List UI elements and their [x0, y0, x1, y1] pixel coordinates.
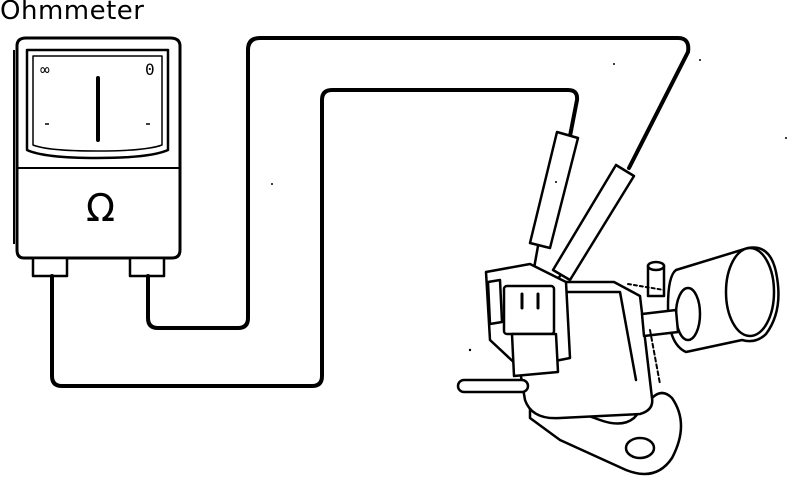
scale-infinity-label: ∞ — [40, 60, 50, 79]
lead-wire-left — [50, 88, 580, 388]
test-leads — [50, 36, 691, 388]
vacuum-switching-valve — [456, 246, 780, 476]
connector-socket — [502, 284, 556, 336]
probe-right-handle — [551, 163, 636, 282]
terminal-left — [31, 256, 69, 278]
ohmmeter — [13, 36, 182, 278]
diagram-title: Ohmmeter — [0, 0, 145, 26]
clip-wire-1 — [649, 329, 661, 385]
scan-specks — [271, 59, 787, 352]
connector-latch — [486, 278, 504, 326]
vacuum-port-stub — [456, 378, 530, 394]
clip-wire-2 — [627, 283, 665, 291]
hose-coupling — [640, 308, 680, 338]
probe-left-handle — [528, 130, 580, 250]
terminal-right — [128, 256, 166, 278]
bracket-hole — [624, 436, 656, 460]
meter-window-inner — [32, 55, 163, 152]
side-nozzle-opening — [646, 260, 666, 272]
filter-end-cap — [724, 246, 776, 338]
lead-wire-right — [146, 36, 691, 330]
scale-zero-label: 0 — [145, 60, 155, 79]
ohm-symbol-label: Ω — [86, 186, 116, 230]
filter-inner-ring — [674, 286, 702, 342]
connector-lower-body — [510, 332, 560, 378]
